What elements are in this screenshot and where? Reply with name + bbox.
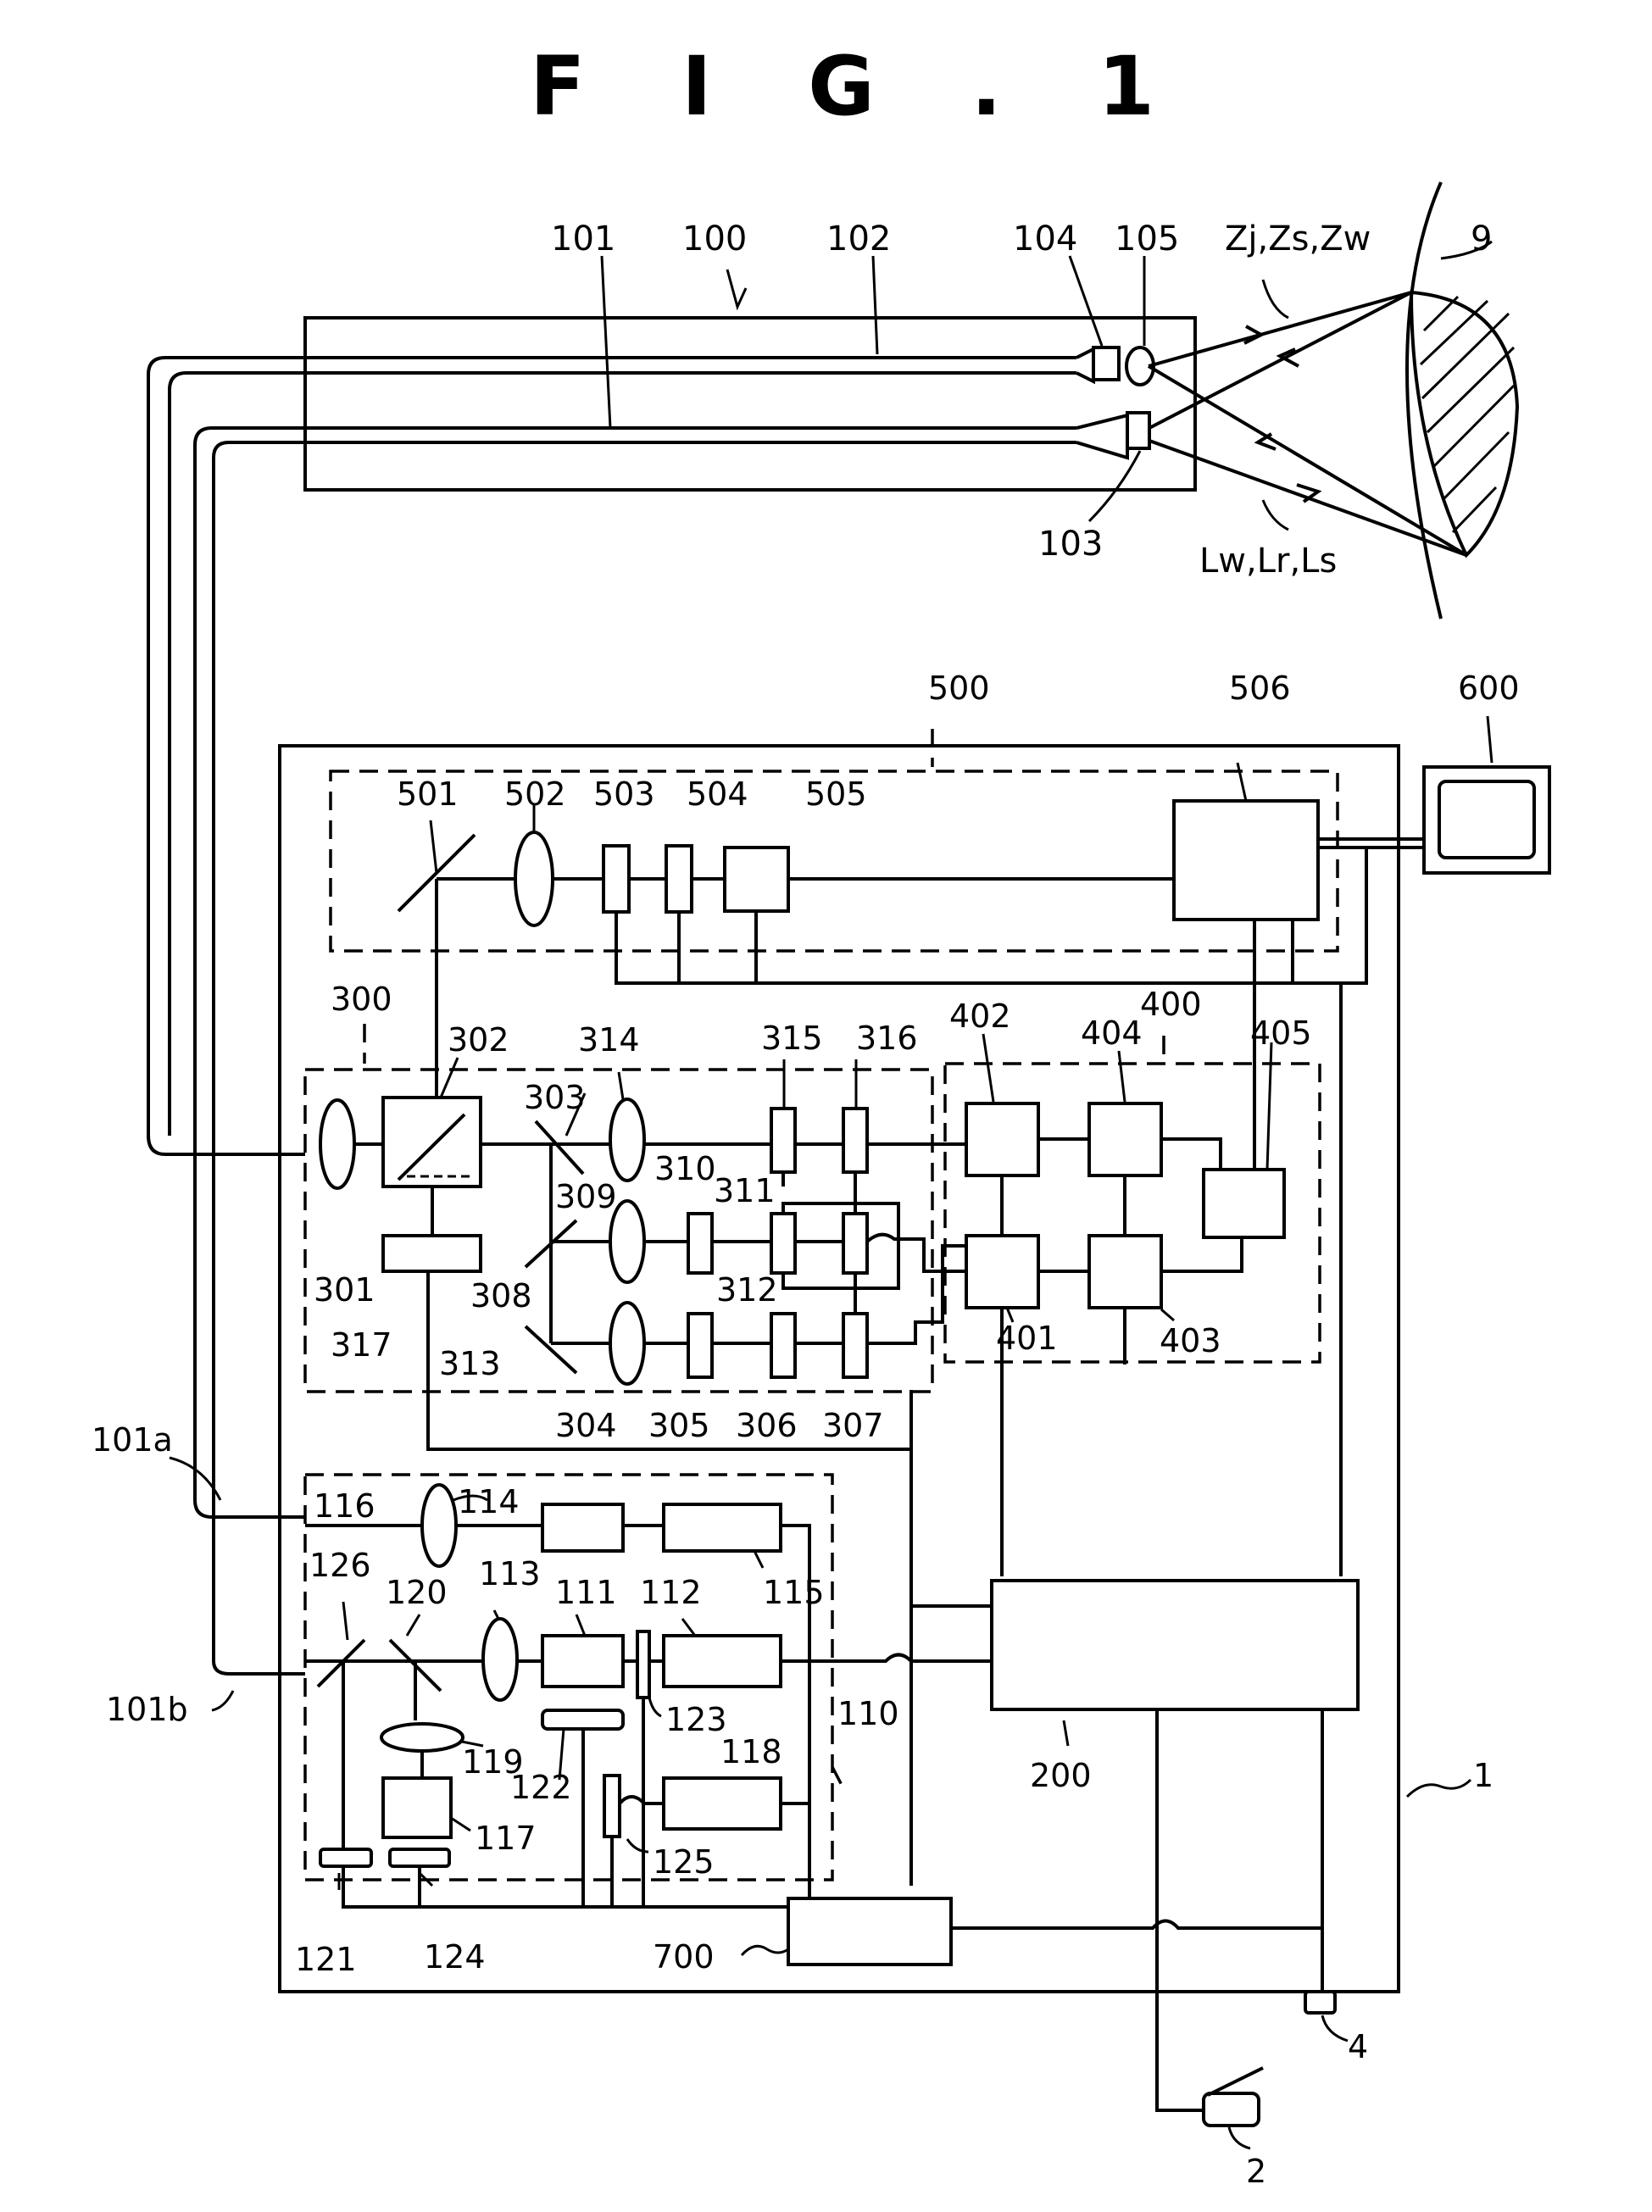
label-121: 121	[295, 1941, 357, 1978]
control-700	[788, 1898, 951, 1965]
block-300	[305, 1024, 966, 1449]
label-304: 304	[555, 1407, 617, 1444]
label-4: 4	[1348, 2028, 1368, 2065]
block-110	[305, 1475, 992, 1907]
label-100: 100	[682, 220, 747, 258]
label-123: 123	[665, 1701, 727, 1738]
connector-4	[1305, 1992, 1348, 2041]
label-114: 114	[458, 1483, 520, 1520]
label-405: 405	[1250, 1014, 1312, 1052]
label-506: 506	[1229, 670, 1291, 707]
label-303: 303	[524, 1079, 586, 1116]
label-117: 117	[475, 1820, 537, 1857]
component-104	[1093, 347, 1119, 380]
label-308: 308	[470, 1277, 532, 1314]
figure-title: F I G . 1	[530, 39, 1188, 134]
label-309: 309	[555, 1178, 617, 1215]
label-306: 306	[736, 1407, 798, 1444]
label-105: 105	[1115, 220, 1179, 258]
label-101b: 101b	[106, 1691, 188, 1728]
label-403: 403	[1160, 1322, 1221, 1359]
label-112: 112	[640, 1574, 702, 1611]
label-307: 307	[822, 1407, 884, 1444]
label-110: 110	[837, 1695, 899, 1732]
label-113: 113	[479, 1555, 541, 1592]
monitor-600	[1310, 716, 1549, 983]
label-401: 401	[996, 1320, 1058, 1357]
label-502: 502	[504, 775, 566, 813]
label-zlight: Zj,Zs,Zw	[1225, 220, 1371, 258]
label-316: 316	[856, 1020, 918, 1057]
label-122: 122	[510, 1769, 572, 1806]
label-200: 200	[1030, 1757, 1092, 1794]
label-310: 310	[654, 1150, 716, 1187]
label-115: 115	[763, 1574, 825, 1611]
label-404: 404	[1081, 1014, 1143, 1052]
label-2: 2	[1246, 2153, 1266, 2190]
label-500: 500	[928, 670, 990, 707]
label-302: 302	[448, 1021, 509, 1059]
label-120: 120	[386, 1574, 448, 1611]
label-503: 503	[593, 775, 655, 813]
label-400: 400	[1140, 986, 1202, 1023]
label-314: 314	[578, 1021, 640, 1059]
label-125: 125	[653, 1843, 715, 1881]
label-312: 312	[716, 1271, 778, 1309]
foot-switch-2	[1204, 2068, 1263, 2148]
block-400	[945, 920, 1320, 1364]
label-llight: Lw,Lr,Ls	[1199, 542, 1337, 581]
label-103: 103	[1038, 525, 1103, 564]
label-104: 104	[1013, 220, 1077, 258]
label-317: 317	[331, 1326, 392, 1364]
label-111: 111	[555, 1574, 617, 1611]
label-600: 600	[1458, 670, 1520, 707]
label-402: 402	[949, 998, 1011, 1035]
component-103	[1127, 413, 1149, 448]
label-505: 505	[805, 775, 867, 813]
label-501: 501	[397, 775, 459, 813]
label-504: 504	[687, 775, 748, 813]
label-126: 126	[309, 1547, 371, 1584]
probe-housing-100	[148, 256, 1195, 1674]
controller-200	[992, 1581, 1358, 1709]
label-315: 315	[761, 1020, 823, 1057]
label-102: 102	[826, 220, 891, 258]
label-9: 9	[1471, 220, 1492, 258]
label-301: 301	[314, 1271, 375, 1309]
label-300: 300	[331, 981, 392, 1018]
label-313: 313	[439, 1345, 501, 1382]
label-311: 311	[714, 1172, 776, 1209]
block-500	[331, 729, 1338, 983]
label-116: 116	[314, 1487, 375, 1525]
label-101: 101	[551, 220, 615, 258]
label-305: 305	[648, 1407, 710, 1444]
label-700: 700	[653, 1938, 715, 1976]
label-118: 118	[720, 1733, 782, 1770]
label-124: 124	[424, 1938, 486, 1976]
label-101a: 101a	[92, 1421, 173, 1459]
label-1: 1	[1473, 1757, 1493, 1794]
